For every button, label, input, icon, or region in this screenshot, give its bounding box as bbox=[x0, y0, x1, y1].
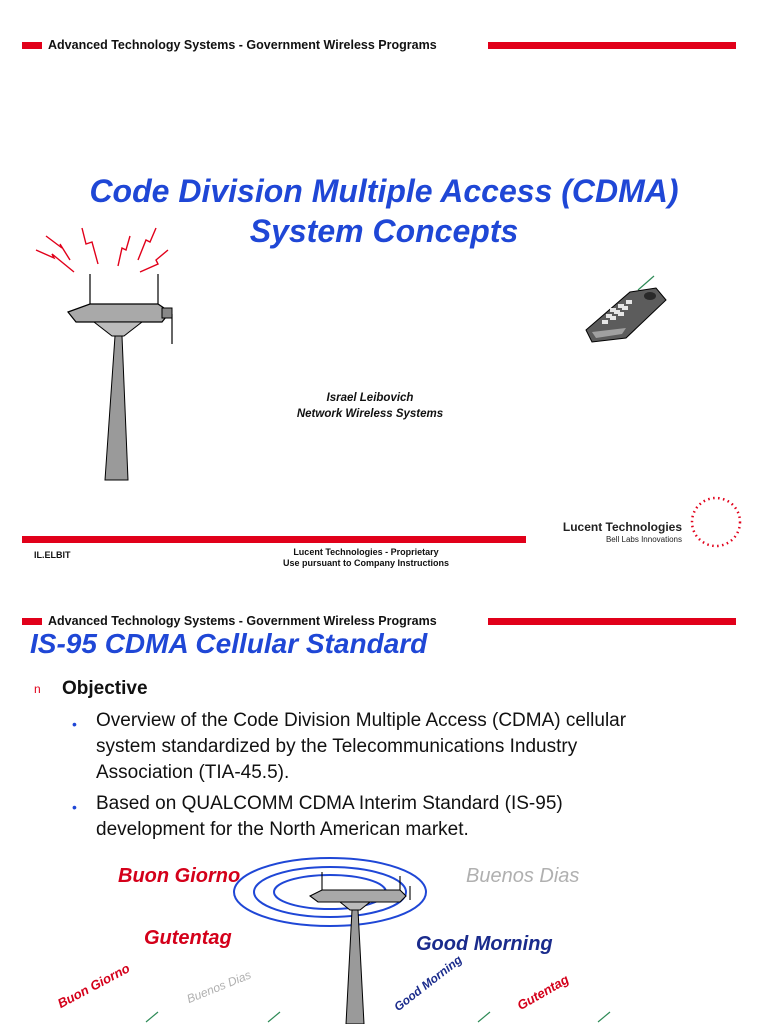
footer-bar bbox=[22, 536, 526, 543]
broadcast-tower-icon bbox=[233, 857, 427, 1024]
bullet-line: development for the North American marke… bbox=[96, 819, 469, 840]
section-bullet-marker: n bbox=[34, 682, 41, 696]
author-name: Israel Leibovich bbox=[326, 392, 414, 404]
bullet-marker: • bbox=[72, 799, 77, 815]
greeting-buon-giorno: Buon Giorno bbox=[118, 865, 241, 887]
bullet-line: Overview of the Code Division Multiple A… bbox=[96, 710, 627, 731]
bullet-line: Association (TIA-45.5). bbox=[96, 762, 290, 783]
handset-antennas-icon bbox=[145, 1011, 611, 1023]
header-bar-right bbox=[488, 618, 736, 625]
greeting-gutentag: Gutentag bbox=[144, 927, 232, 949]
author-department: Network Wireless Systems bbox=[296, 408, 444, 420]
mobile-phone-icon bbox=[585, 275, 667, 343]
slide-2: Advanced Technology Systems - Government… bbox=[0, 584, 768, 1024]
page-title-line-2: System Concepts bbox=[249, 213, 519, 249]
slide-header: Advanced Technology Systems - Government… bbox=[48, 614, 437, 628]
header-bar-right bbox=[488, 42, 736, 49]
greeting-good-morning: Good Morning bbox=[416, 933, 553, 955]
company-logo: Lucent Technologies Bell Labs Innovation… bbox=[550, 520, 682, 544]
page-title-line-1: Code Division Multiple Access (CDMA) bbox=[89, 173, 679, 209]
section-heading: Objective bbox=[62, 678, 148, 699]
bullet-line: system standardized by the Telecommunica… bbox=[96, 736, 578, 757]
header-bar-left bbox=[22, 618, 42, 625]
bullet-line: Based on QUALCOMM CDMA Interim Standard … bbox=[96, 793, 563, 814]
header-bar-left bbox=[22, 42, 42, 49]
footer-instructions: Use pursuant to Company Instructions bbox=[282, 558, 450, 568]
logo-tagline: Bell Labs Innovations bbox=[605, 535, 682, 544]
logo-name: Lucent Technologies bbox=[562, 520, 682, 534]
greeting-buenos-dias: Buenos Dias bbox=[466, 865, 580, 887]
slide-header: Advanced Technology Systems - Government… bbox=[48, 38, 437, 52]
bullet-marker: • bbox=[72, 716, 77, 732]
cell-tower-icon bbox=[35, 227, 173, 481]
innovation-ring-icon bbox=[690, 496, 742, 548]
page-title: IS-95 CDMA Cellular Standard bbox=[30, 628, 428, 659]
footer-left-code: IL.ELBIT bbox=[34, 550, 71, 560]
footer-proprietary: Lucent Technologies - Proprietary bbox=[293, 547, 439, 557]
